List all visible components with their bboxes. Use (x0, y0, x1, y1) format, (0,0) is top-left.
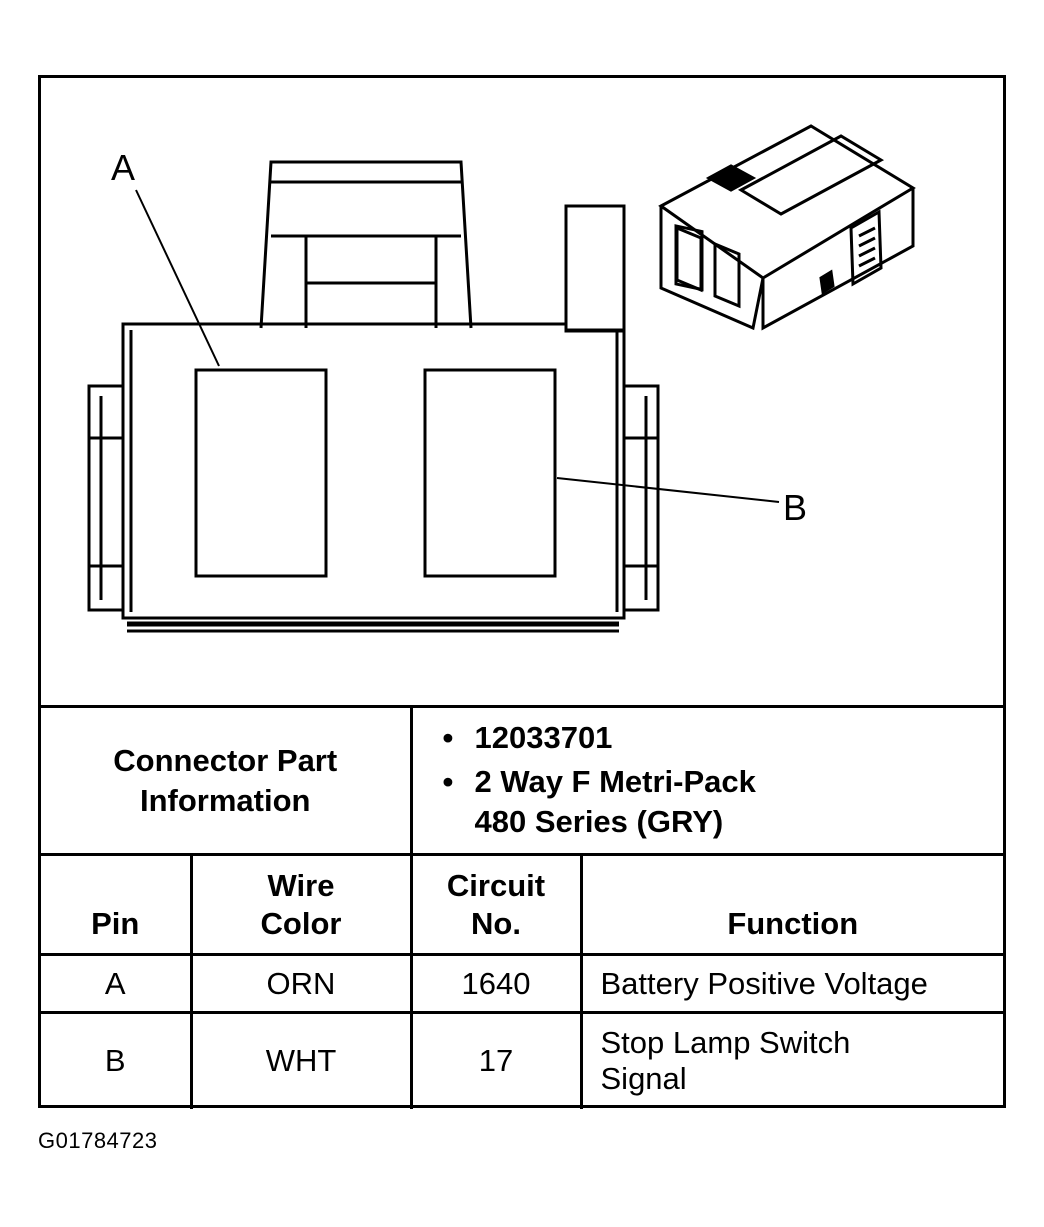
leader-line-b (556, 477, 780, 503)
wire-color-cell: ORN (189, 953, 413, 1014)
terminal-cavity-b (423, 368, 557, 578)
connector-body (121, 322, 626, 620)
wire-color-cell: WHT (189, 1011, 413, 1109)
part-number: 12033701 (443, 718, 1004, 758)
connector-face-view (87, 160, 780, 633)
right-tab-post (564, 204, 626, 333)
connector-part-info-label: Connector Part Information (41, 705, 413, 856)
connector-diagram-frame: A B Connector Par (38, 75, 1006, 1109)
pin-label-b: B (783, 487, 807, 528)
left-side-latch (87, 384, 123, 612)
pin-cell: A (41, 953, 193, 1014)
figure-code: G01784723 (38, 1128, 158, 1153)
top-latch (259, 160, 473, 329)
header-function: Function (579, 853, 1003, 956)
header-circuit-no: Circuit No. (409, 853, 583, 956)
table-row: A ORN 1640 Battery Positive Voltage (41, 953, 1003, 1014)
function-cell: Battery Positive Voltage (579, 953, 1003, 1014)
connector-info-row: Connector Part Information 12033701 2 Wa… (41, 705, 1004, 856)
header-pin: Pin (41, 853, 193, 956)
connector-3d-view (658, 124, 916, 331)
table-row: B WHT 17 Stop Lamp Switch Signal (41, 1011, 1003, 1109)
header-wire-color: Wire Color (189, 853, 413, 956)
pinout-table: Connector Part Information 12033701 2 Wa… (41, 705, 1003, 1109)
table-header-row: Pin Wire Color Circuit No. Function (41, 853, 1003, 956)
circuit-cell: 17 (409, 1011, 583, 1109)
connector-face-diagram: A B (87, 124, 916, 633)
function-cell: Stop Lamp Switch Signal (579, 1011, 1003, 1109)
circuit-cell: 1640 (409, 953, 583, 1014)
leader-line-a (135, 189, 220, 367)
terminal-cavity-a (194, 368, 328, 578)
pin-label-a: A (111, 147, 135, 188)
pin-cell: B (41, 1011, 193, 1109)
connector-part-info-values: 12033701 2 Way F Metri-Pack 480 Series (… (409, 705, 1004, 856)
right-side-latch (624, 384, 660, 612)
connector-description: 2 Way F Metri-Pack 480 Series (GRY) (443, 762, 1004, 842)
